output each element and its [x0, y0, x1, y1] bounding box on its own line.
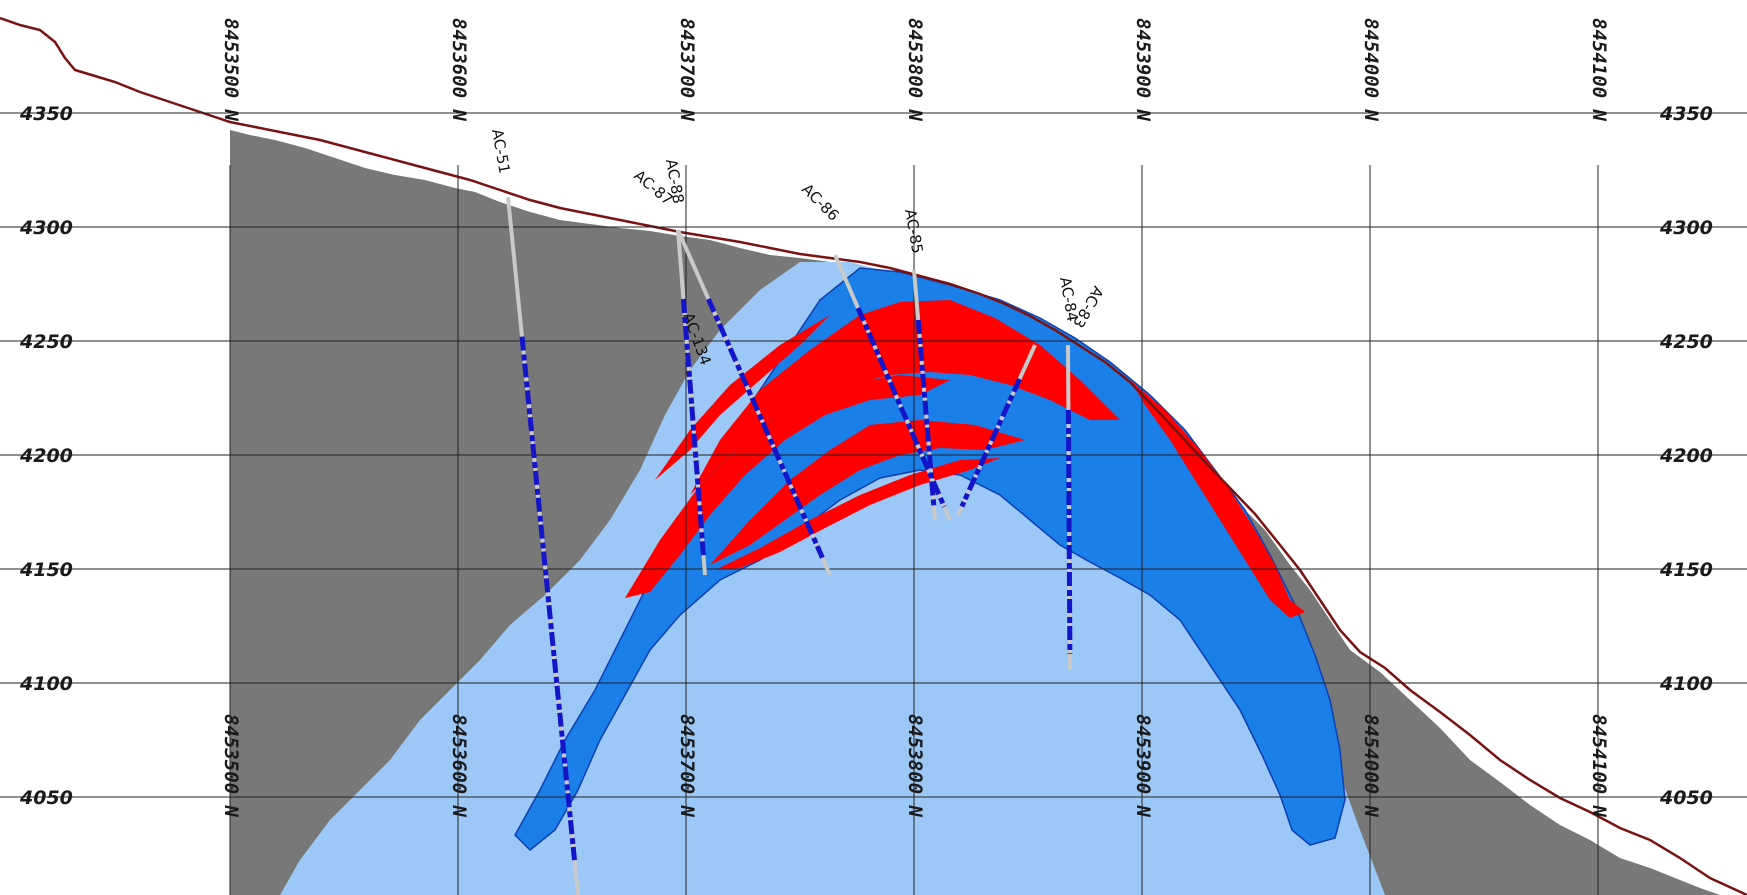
northing-label: 8453500 N: [220, 714, 242, 818]
elevation-labels-left: 4350 4300 4250 4200 4150 4100 4050: [19, 103, 73, 809]
elevation-label: 4250: [1659, 331, 1713, 353]
northing-label: 8454000 N: [1360, 18, 1382, 122]
drillhole-assay-interval: [680, 298, 707, 558]
elevation-label: 4100: [1659, 673, 1713, 695]
elevation-label: 4050: [19, 787, 73, 809]
northing-label: 8453900 N: [1132, 18, 1154, 122]
drillhole-assay-interval: [1065, 409, 1073, 654]
northing-label: 8453700 N: [676, 714, 698, 818]
northing-label: 8454000 N: [1360, 714, 1382, 818]
high-grade-lens-middle: [625, 375, 950, 598]
northing-label: 8454100 N: [1588, 18, 1610, 122]
high-grade-lens-right-limb: [1130, 380, 1305, 618]
drillholes: [506, 196, 1073, 895]
elevation-labels-right: 4350 4300 4250 4200 4150 4100 4050: [1659, 103, 1713, 809]
elevation-label: 4100: [19, 673, 73, 695]
elevation-label: 4350: [19, 103, 73, 125]
high-grade-lens-bottom: [715, 458, 1000, 570]
drillhole-assay-interval: [959, 377, 1022, 508]
high-grade-lens-upper: [690, 300, 1120, 495]
elevation-label: 4300: [19, 217, 73, 239]
elevation-label: 4150: [19, 559, 73, 581]
northing-label: 8453700 N: [676, 18, 698, 122]
northing-label: 8454100 N: [1588, 714, 1610, 818]
elevation-label: 4350: [1659, 103, 1713, 125]
elevation-label: 4050: [1659, 787, 1713, 809]
elevation-label: 4200: [1659, 445, 1713, 467]
northing-label: 8453900 N: [1132, 714, 1154, 818]
drillhole-assay-interval: [915, 319, 937, 508]
northing-label: 8453800 N: [904, 714, 926, 818]
drillhole-trace: [1066, 344, 1072, 671]
northing-label: 8453600 N: [448, 18, 470, 122]
northing-label: 8453600 N: [448, 714, 470, 818]
drillhole-assay-interval: [519, 336, 577, 861]
northing-label: 8453800 N: [904, 18, 926, 122]
elevation-label: 4250: [19, 331, 73, 353]
elevation-label: 4300: [1659, 217, 1713, 239]
northing-label: 8453500 N: [220, 18, 242, 122]
northing-labels-bottom: 8453500 N 8453600 N 8453700 N 8453800 N …: [220, 714, 1610, 818]
northing-labels-top: 8453500 N 8453600 N 8453700 N 8453800 N …: [220, 18, 1610, 122]
high-grade-lens-left: [655, 315, 830, 480]
elevation-label: 4150: [1659, 559, 1713, 581]
topography-line: [0, 16, 1747, 895]
elevation-label: 4200: [19, 445, 73, 467]
drillhole-assay-interval: [706, 297, 825, 559]
